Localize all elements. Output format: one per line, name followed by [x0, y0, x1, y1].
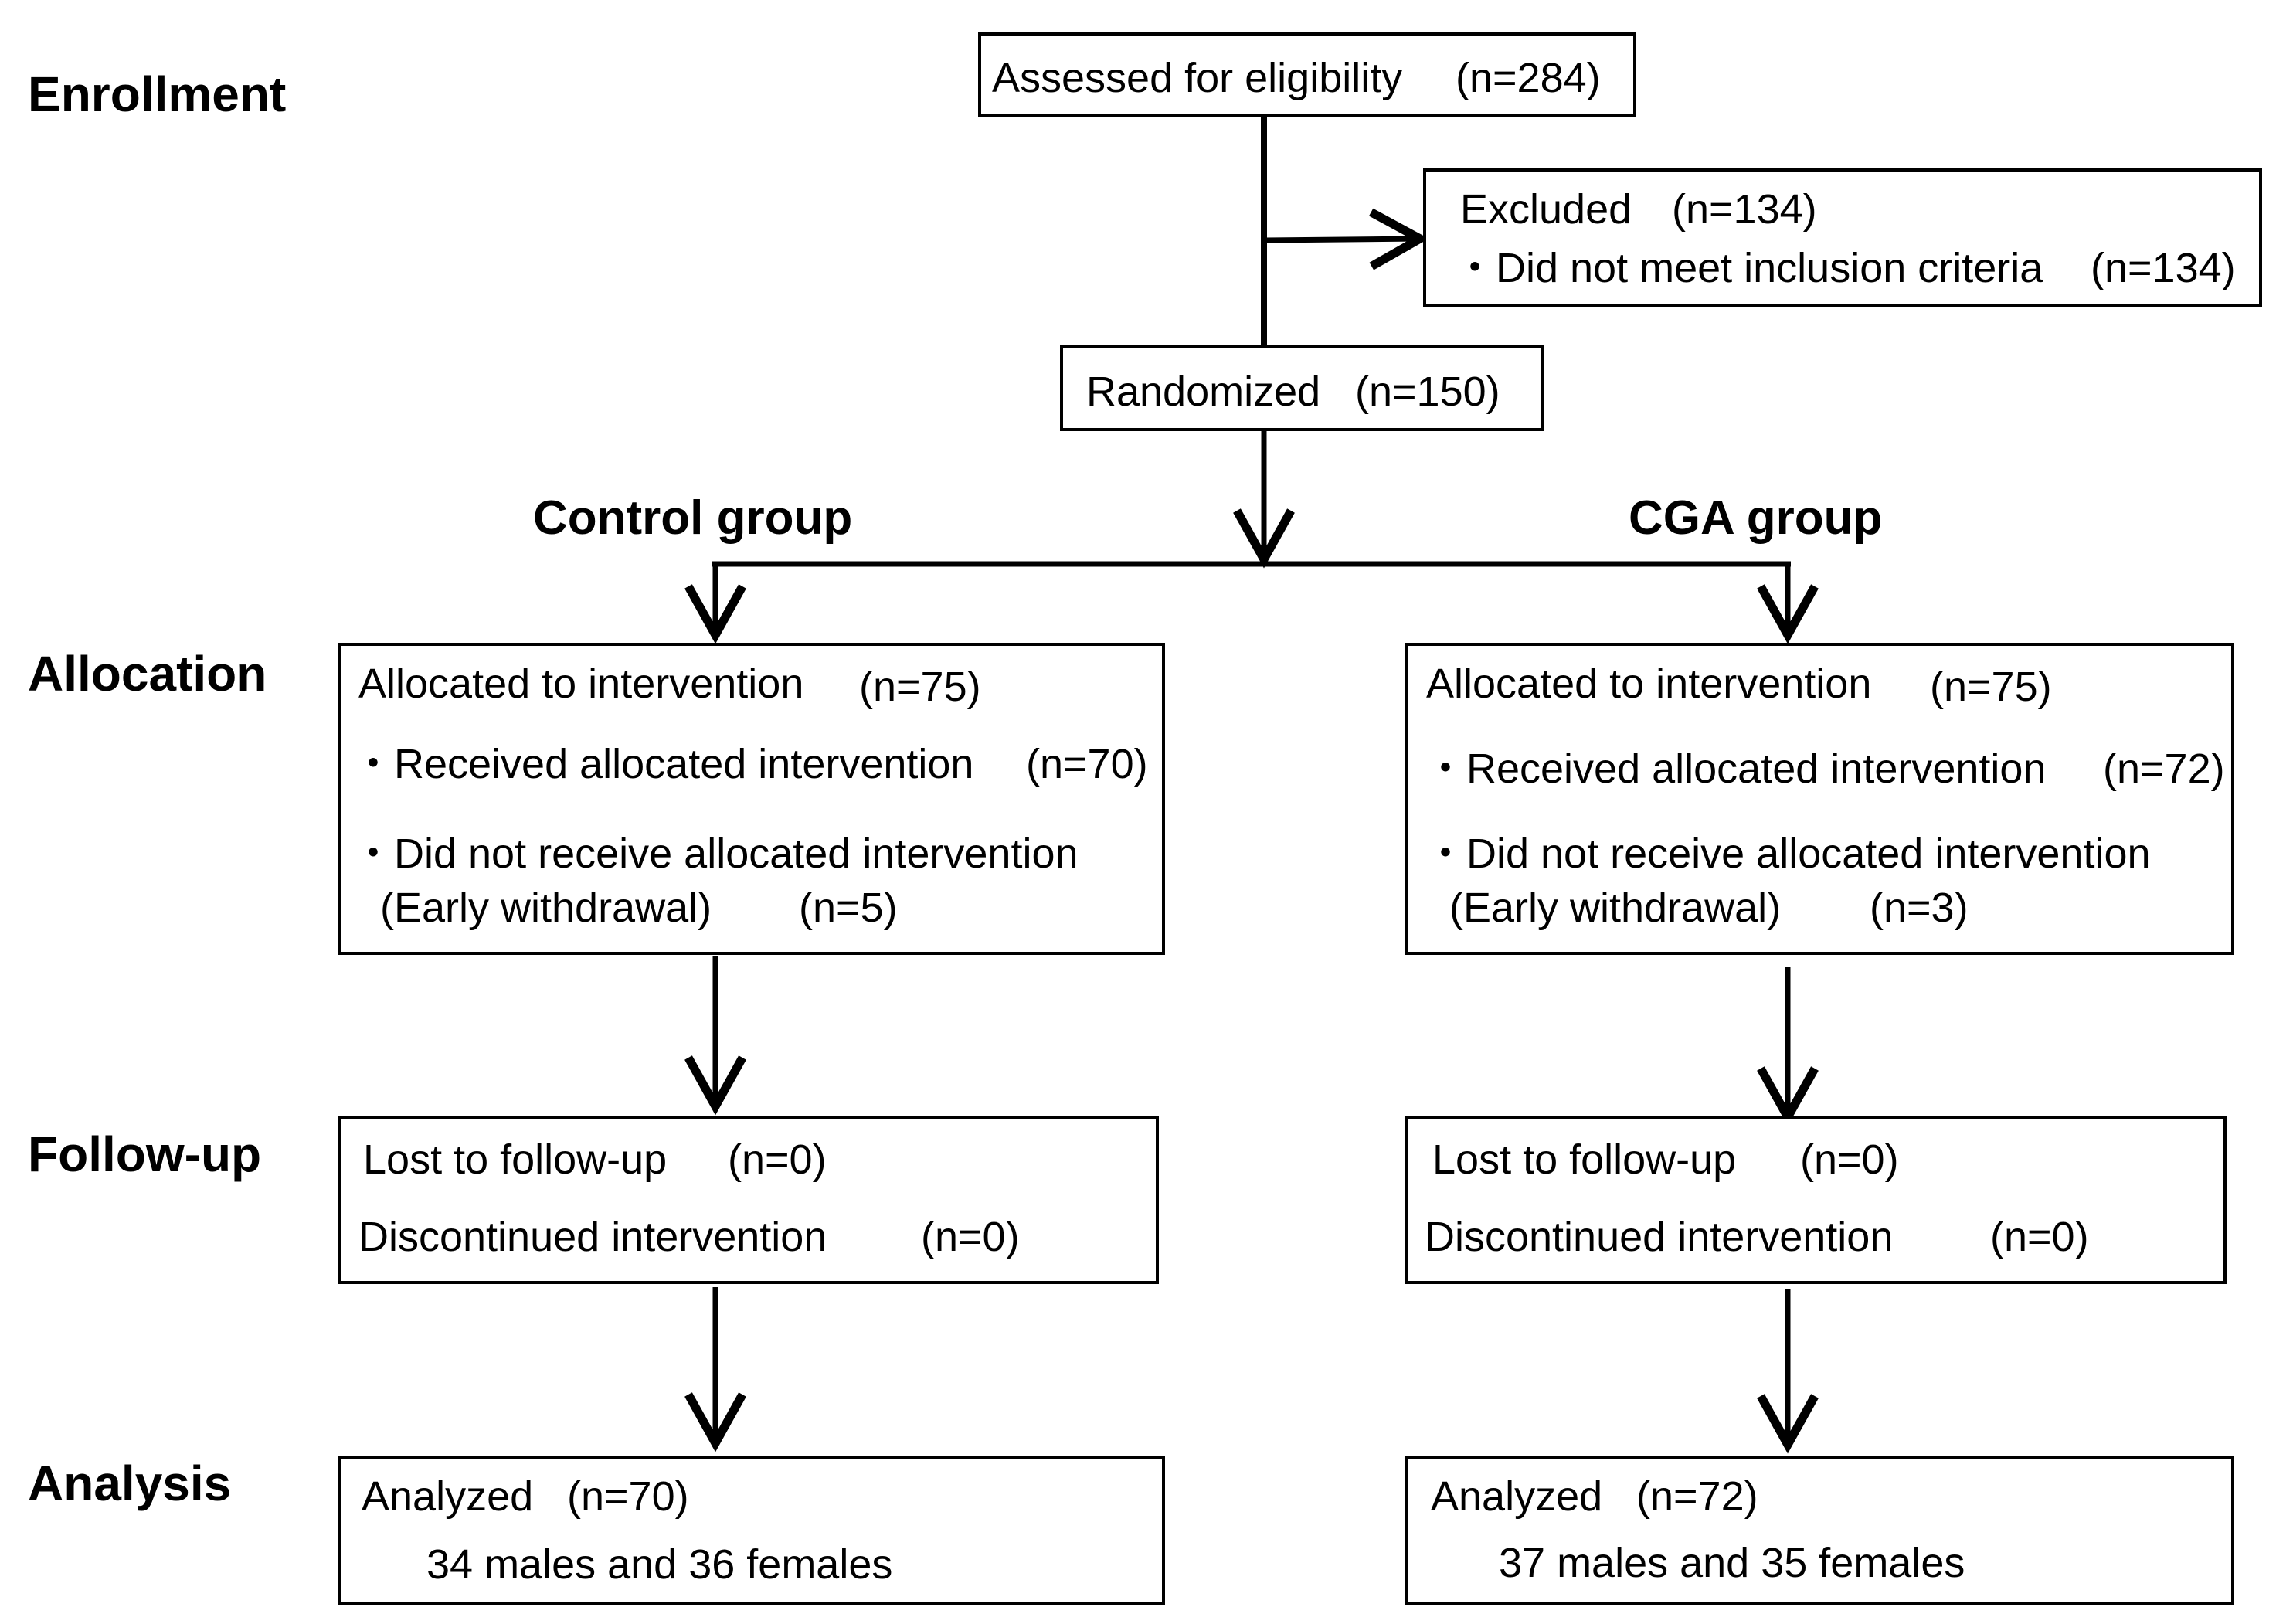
stage-label-analysis: Analysis	[28, 1456, 232, 1511]
randomized-text: Randomized	[1086, 369, 1321, 415]
cga-allocated-count: (n=75)	[1930, 664, 2052, 710]
stage-label-followup: Follow-up	[28, 1126, 262, 1182]
assessed-box: Assessed for eligibility (n=284)	[978, 32, 1636, 117]
cga-allocated-title: Allocated to intervention	[1426, 661, 1872, 707]
control-analyzed-detail: 34 males and 36 females	[426, 1541, 893, 1588]
cga-not-received: ・Did not receive allocated intervention	[1425, 831, 2151, 877]
cga-analyzed-count: (n=72)	[1636, 1473, 1758, 1520]
control-analyzed-title: Analyzed	[362, 1473, 534, 1520]
group-label-control: Control group	[533, 491, 853, 545]
cga-allocation-box: Allocated to intervention (n=75) ・Receiv…	[1405, 643, 2234, 955]
control-received-count: (n=70)	[1026, 741, 1148, 787]
control-allocated-title: Allocated to intervention	[358, 661, 804, 707]
cga-discontinued: Discontinued intervention	[1425, 1214, 1894, 1260]
cga-analysis-box: Analyzed (n=72) 37 males and 35 females	[1405, 1456, 2234, 1605]
cga-discontinued-count: (n=0)	[1990, 1214, 2089, 1260]
control-withdrawal: (Early withdrawal)	[380, 885, 712, 931]
control-allocated-count: (n=75)	[859, 664, 981, 710]
cga-received: ・Received allocated intervention	[1425, 746, 2047, 792]
control-discontinued-count: (n=0)	[921, 1214, 1020, 1260]
stage-label-enrollment: Enrollment	[28, 66, 287, 122]
cga-lost-count: (n=0)	[1800, 1136, 1899, 1183]
assessed-text: Assessed for eligibility	[992, 55, 1403, 101]
cga-analyzed-title: Analyzed	[1431, 1473, 1603, 1520]
excluded-title: Excluded	[1460, 186, 1632, 233]
control-discontinued: Discontinued intervention	[358, 1214, 827, 1260]
control-allocation-box: Allocated to intervention (n=75) ・Receiv…	[338, 643, 1165, 955]
excluded-reason: ・Did not meet inclusion criteria	[1454, 245, 2043, 291]
control-received: ・Received allocated intervention	[352, 741, 974, 787]
cga-withdrawal-count: (n=3)	[1870, 885, 1969, 931]
control-analyzed-count: (n=70)	[567, 1473, 689, 1520]
control-analysis-box: Analyzed (n=70) 34 males and 36 females	[338, 1456, 1165, 1605]
control-followup-box: Lost to follow-up (n=0) Discontinued int…	[338, 1116, 1159, 1284]
excluded-count: (n=134)	[1672, 186, 1817, 233]
cga-analyzed-detail: 37 males and 35 females	[1499, 1540, 1965, 1586]
control-lost: Lost to follow-up	[363, 1136, 668, 1183]
cga-received-count: (n=72)	[2103, 746, 2225, 792]
control-lost-count: (n=0)	[728, 1136, 827, 1183]
assessed-count: (n=284)	[1456, 55, 1601, 101]
randomized-count: (n=150)	[1355, 369, 1500, 415]
excluded-box: Excluded (n=134) ・Did not meet inclusion…	[1423, 168, 2262, 307]
control-withdrawal-count: (n=5)	[799, 885, 898, 931]
stage-label-allocation: Allocation	[28, 646, 267, 702]
cga-withdrawal: (Early withdrawal)	[1449, 885, 1782, 931]
control-not-received: ・Did not receive allocated intervention	[352, 831, 1079, 877]
randomized-box: Randomized (n=150)	[1060, 345, 1544, 431]
cga-lost: Lost to follow-up	[1432, 1136, 1737, 1183]
excluded-arrow	[1263, 208, 1429, 270]
excluded-reason-count: (n=134)	[2091, 245, 2236, 291]
cga-followup-box: Lost to follow-up (n=0) Discontinued int…	[1405, 1116, 2227, 1284]
group-label-cga: CGA group	[1629, 491, 1883, 545]
